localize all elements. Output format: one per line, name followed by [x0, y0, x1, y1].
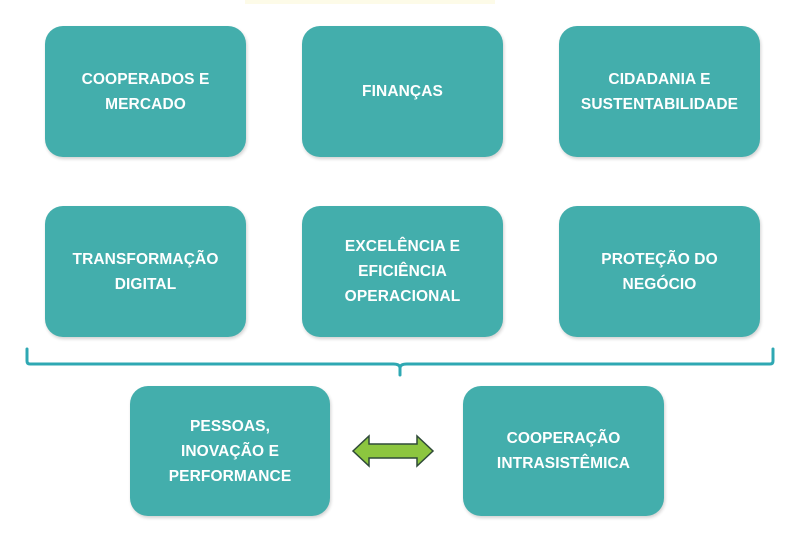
foundation-cooperacao-intrasistemica: COOPERAÇÃO INTRASISTÊMICA: [463, 386, 664, 516]
pillar-cooperados-mercado: COOPERADOS E MERCADO: [45, 26, 246, 157]
pillar-label: EXCELÊNCIA E EFICIÊNCIA OPERACIONAL: [344, 238, 461, 305]
foundation-pessoas-inovacao: PESSOAS, INOVAÇÃO E PERFORMANCE: [130, 386, 330, 516]
pillar-label: FINANÇAS: [362, 83, 443, 100]
pillar-label: TRANSFORMAÇÃO DIGITAL: [72, 250, 219, 293]
pillar-financas: FINANÇAS: [302, 26, 503, 157]
pillar-label: COOPERADOS E MERCADO: [81, 70, 210, 113]
pillar-label: CIDADANIA E SUSTENTABILIDADE: [580, 70, 739, 113]
double-arrow-icon: [351, 434, 435, 468]
foundation-label: PESSOAS, INOVAÇÃO E PERFORMANCE: [168, 417, 292, 485]
pillar-label: PROTEÇÃO DO NEGÓCIO: [601, 250, 718, 293]
pillar-protecao-negocio: PROTEÇÃO DO NEGÓCIO: [559, 206, 760, 337]
brace-icon: [25, 347, 775, 377]
grouping-bracket: [25, 347, 775, 377]
pillar-cidadania-sustentabilidade: CIDADANIA E SUSTENTABILIDADE: [559, 26, 760, 157]
pillar-transformacao-digital: TRANSFORMAÇÃO DIGITAL: [45, 206, 246, 337]
top-highlight-strip: [245, 0, 495, 4]
foundation-label: COOPERAÇÃO INTRASISTÊMICA: [496, 430, 631, 472]
bidirectional-arrow: [351, 434, 435, 468]
pillar-excelencia-eficiencia: EXCELÊNCIA E EFICIÊNCIA OPERACIONAL: [302, 206, 503, 337]
